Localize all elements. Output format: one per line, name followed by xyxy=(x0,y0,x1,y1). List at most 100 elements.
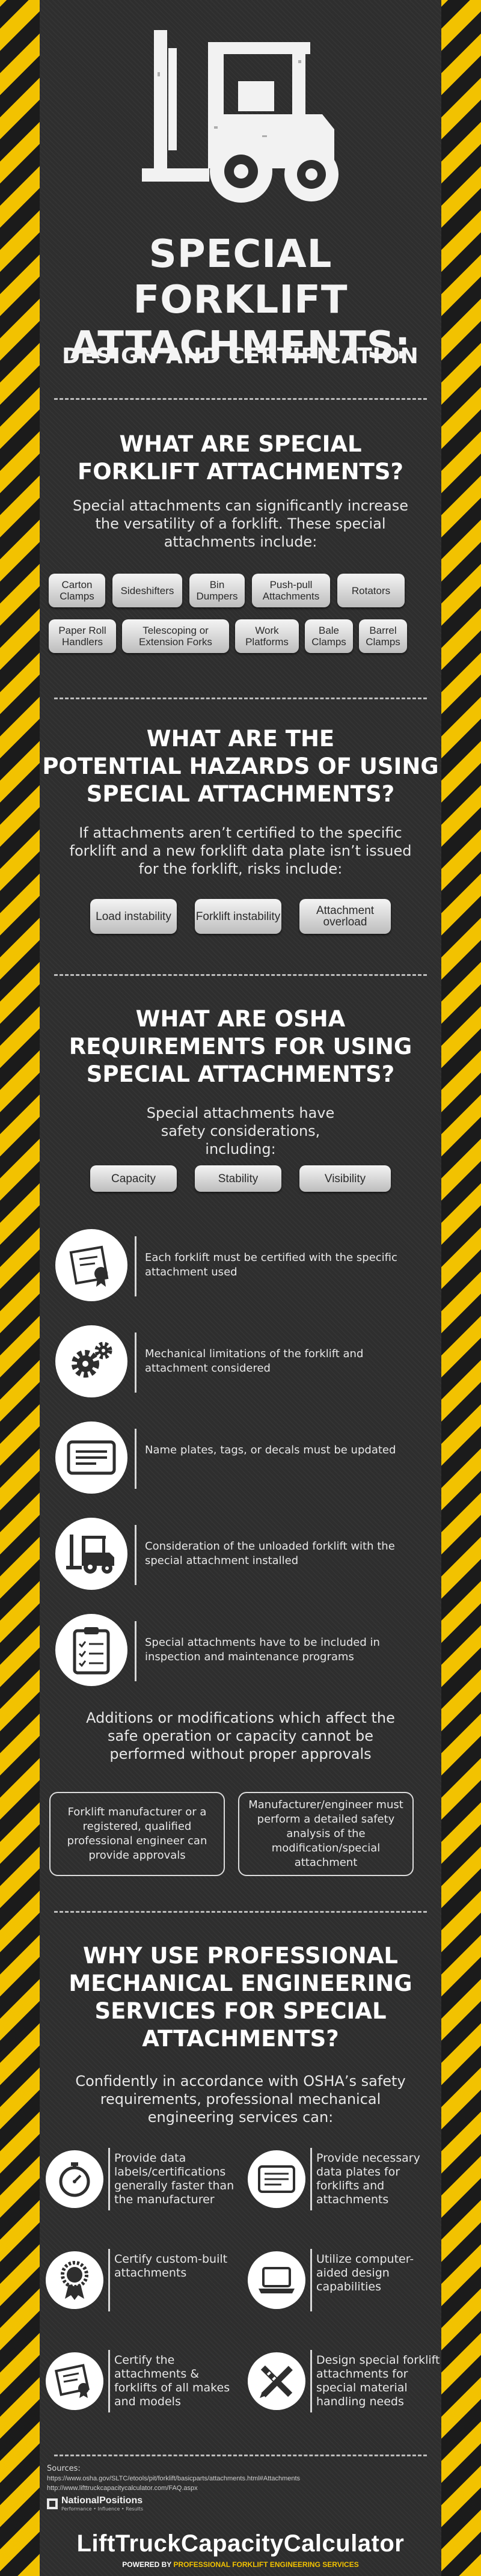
section2-heading-line2: POTENTIAL HAZARDS OF USING xyxy=(42,753,439,779)
section1-heading-line2: FORKLIFT ATTACHMENTS? xyxy=(77,459,403,485)
requirement-divider xyxy=(135,1332,136,1393)
service-text: Provide data labels/certifications gener… xyxy=(114,2151,234,2206)
requirement-divider xyxy=(135,1236,136,1296)
service-item: Utilize computer-aided design capabiliti… xyxy=(248,2249,446,2321)
forklift-icon xyxy=(142,30,339,203)
section4-heading-line4: ATTACHMENTS? xyxy=(142,2026,339,2052)
attachment-pill: Sideshifters xyxy=(112,574,182,607)
attachment-pill: Push-pull Attachments xyxy=(252,574,330,607)
service-divider xyxy=(310,2249,312,2311)
service-text: Provide necessary data plates for forkli… xyxy=(316,2151,420,2206)
service-divider xyxy=(108,2148,110,2210)
source-link[interactable]: https://www.osha.gov/SLTC/etools/pit/for… xyxy=(47,2475,301,2482)
service-text: Utilize computer-aided design capabiliti… xyxy=(316,2252,414,2293)
attachment-pill: Work Platforms xyxy=(235,619,299,653)
service-item: Design special forklift attachments for … xyxy=(248,2350,446,2422)
consideration-pill: Stability xyxy=(195,1165,281,1192)
requirement-row: Name plates, tags, or decals must be upd… xyxy=(40,1421,441,1500)
requirement-row: Mechanical limitations of the forklift a… xyxy=(40,1325,441,1403)
certificate-icon xyxy=(55,1229,127,1301)
section-divider xyxy=(54,974,427,976)
hero-title-line1: SPECIAL FORKLIFT xyxy=(133,232,348,322)
requirement-text: Mechanical limitations of the forklift a… xyxy=(145,1348,364,1375)
service-item: Certify the attachments & forklifts of a… xyxy=(46,2350,244,2422)
requirement-divider xyxy=(135,1525,136,1585)
hero-title: SPECIAL FORKLIFT ATTACHMENTS: xyxy=(40,232,441,369)
brand-tagline: POWERED BY PROFESSIONAL FORKLIFT ENGINEE… xyxy=(40,2560,441,2569)
hazard-stripe-left xyxy=(0,0,40,2576)
service-divider xyxy=(108,2350,110,2412)
requirement-text: Name plates, tags, or decals must be upd… xyxy=(145,1444,396,1456)
section4-heading: WHY USE PROFESSIONAL MECHANICAL ENGINEER… xyxy=(40,1942,441,2053)
section-divider xyxy=(54,698,427,699)
hero-subtitle: DESIGN AND CERTIFICATION xyxy=(62,344,419,369)
attachment-pill: Paper Roll Handlers xyxy=(49,619,116,653)
name-plate-icon xyxy=(55,1421,127,1494)
attachment-pill: Bale Clamps xyxy=(305,619,353,653)
service-divider xyxy=(310,2350,312,2412)
service-item: Provide data labels/certifications gener… xyxy=(46,2148,244,2220)
risk-pill: Load instability xyxy=(90,899,177,934)
service-item: Provide necessary data plates for forkli… xyxy=(248,2148,446,2220)
hazard-stripe-right xyxy=(441,0,481,2576)
nationalpositions-logo: NationalPositions Performance • Influenc… xyxy=(47,2495,143,2512)
section2-heading-line1: WHAT ARE THE xyxy=(146,726,335,752)
section1-heading: WHAT ARE SPECIAL FORKLIFT ATTACHMENTS? xyxy=(40,431,441,486)
section3-heading-line2: REQUIREMENTS FOR USING xyxy=(69,1034,412,1060)
requirement-divider xyxy=(135,1429,136,1489)
stopwatch-icon xyxy=(46,2150,103,2208)
award-badge-icon xyxy=(46,2251,103,2309)
section1-heading-line1: WHAT ARE SPECIAL xyxy=(119,431,362,457)
section3-heading: WHAT ARE OSHA REQUIREMENTS FOR USING SPE… xyxy=(40,1005,441,1088)
nationalpositions-logo-icon xyxy=(47,2498,58,2509)
section-divider xyxy=(54,2455,427,2456)
requirement-text: Each forklift must be certified with the… xyxy=(145,1251,397,1278)
approval-box: Manufacturer/engineer must perform a det… xyxy=(238,1792,414,1876)
section3-lead: Special attachments have safety consider… xyxy=(146,1105,335,1158)
service-text: Certify custom-built attachments xyxy=(114,2252,228,2280)
sources-label: Sources: xyxy=(47,2464,81,2473)
section4-heading-line1: WHY USE PROFESSIONAL xyxy=(83,1943,398,1969)
consideration-pill: Capacity xyxy=(90,1165,177,1192)
section4-lead: Confidently in accordance with OSHA’s sa… xyxy=(75,2073,406,2126)
company-tagline: Performance • Influence • Results xyxy=(61,2506,144,2512)
requirement-text: Special attachments have to be included … xyxy=(145,1636,380,1663)
requirement-divider xyxy=(135,1621,136,1681)
infographic-content: SPECIAL FORKLIFT ATTACHMENTS: DESIGN AND… xyxy=(40,0,441,2576)
service-divider xyxy=(310,2148,312,2210)
section2-heading: WHAT ARE THE POTENTIAL HAZARDS OF USING … xyxy=(40,725,441,808)
requirement-row: Special attachments have to be included … xyxy=(40,1614,441,1692)
service-divider xyxy=(108,2249,110,2311)
attachment-pill: Barrel Clamps xyxy=(359,619,407,653)
pencil-ruler-icon xyxy=(248,2352,305,2410)
clipboard-icon xyxy=(55,1614,127,1686)
attachment-pill: Bin Dumpers xyxy=(189,574,245,607)
diploma-icon xyxy=(46,2352,103,2410)
section3-heading-line1: WHAT ARE OSHA xyxy=(135,1006,346,1032)
laptop-icon xyxy=(248,2251,305,2309)
section4-heading-line2: MECHANICAL ENGINEERING xyxy=(69,1970,412,1996)
service-text: Design special forklift attachments for … xyxy=(316,2354,440,2408)
section2-heading-line3: SPECIAL ATTACHMENTS? xyxy=(86,781,395,807)
forklift-small-icon xyxy=(55,1518,127,1590)
approval-note: Additions or modifications which affect … xyxy=(86,1710,395,1762)
gears-icon xyxy=(55,1325,127,1397)
consideration-pill: Visibility xyxy=(299,1165,391,1192)
requirement-row: Each forklift must be certified with the… xyxy=(40,1229,441,1307)
risk-pill: Attachment overload xyxy=(299,899,391,934)
brand-title: LiftTruckCapacityCalculator xyxy=(76,2530,405,2557)
section3-heading-line3: SPECIAL ATTACHMENTS? xyxy=(86,1061,395,1087)
data-plate-icon xyxy=(248,2150,305,2208)
hero-title-line2: ATTACHMENTS: xyxy=(70,324,411,368)
source-link[interactable]: http://www.lifttruckcapacitycalculator.c… xyxy=(47,2485,198,2492)
brand-tagline-prefix: POWERED BY xyxy=(122,2560,172,2569)
section-divider xyxy=(54,398,427,400)
section-divider xyxy=(54,1911,427,1913)
section4-heading-line3: SERVICES FOR SPECIAL xyxy=(94,1998,387,2024)
attachment-pill: Carton Clamps xyxy=(49,574,105,607)
company-name: NationalPositions xyxy=(61,2495,143,2506)
attachment-pill: Telescoping or Extension Forks xyxy=(122,619,229,653)
requirement-text: Consideration of the unloaded forklift w… xyxy=(145,1540,395,1567)
service-item: Certify custom-built attachments xyxy=(46,2249,244,2321)
